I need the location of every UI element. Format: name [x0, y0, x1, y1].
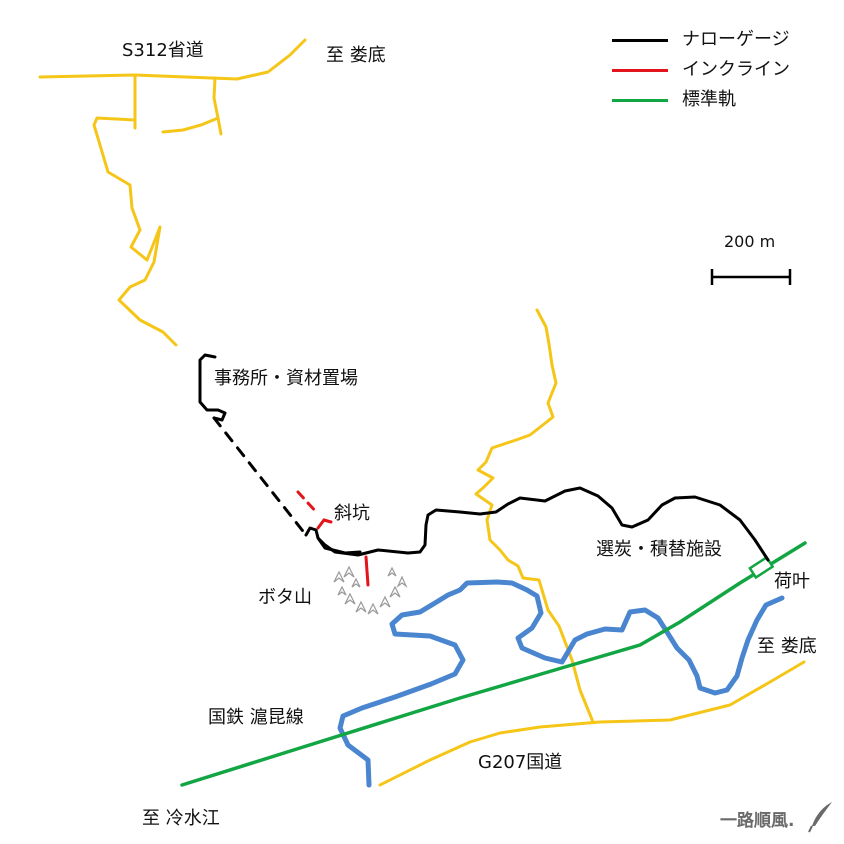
incline-top	[316, 518, 333, 530]
incline	[296, 490, 370, 587]
heye-station-marker	[748, 555, 775, 580]
narrow-gauge-tunnel	[212, 416, 308, 537]
label-heye-station: 荷叶	[774, 571, 810, 592]
road-branch-right	[161, 76, 220, 134]
quill-pen-icon	[808, 802, 832, 833]
legend-label-standard-gauge: 標準軌	[682, 89, 736, 110]
roads	[38, 38, 806, 787]
road-north	[92, 116, 178, 347]
scale-bar	[710, 269, 792, 285]
legend-label-narrow-gauge: ナローゲージ	[682, 29, 790, 50]
legend-item-narrow-gauge: ナローゲージ	[612, 28, 832, 52]
label-s312: S312省道	[122, 40, 204, 61]
credit-text: 一路順風.	[720, 811, 795, 831]
narrow-gauge-swatch	[612, 39, 668, 42]
label-to-lengshuijiang: 至 冷水江	[142, 808, 220, 829]
label-g207: G207国道	[478, 752, 563, 773]
label-coal-facility: 選炭・積替施設	[596, 539, 722, 560]
river	[337, 579, 785, 788]
label-to-loudi-top: 至 娄底	[326, 45, 386, 66]
narrow-gauge-spur	[316, 536, 362, 555]
label-to-loudi-right: 至 娄底	[757, 636, 817, 657]
legend-item-incline: インクライン	[612, 58, 832, 82]
road-s312	[38, 38, 307, 81]
road-middle	[474, 308, 595, 724]
incline-swatch	[612, 69, 668, 72]
spoil-heap-hachures	[333, 565, 408, 615]
legend-label-incline: インクライン	[682, 59, 790, 80]
label-boneyard: ボタ山	[258, 587, 312, 608]
incline-tunnel	[296, 490, 320, 516]
narrow-gauge-office-loop	[198, 353, 227, 422]
label-national-railway: 国鉄 滬昆線	[208, 707, 304, 728]
narrow-gauge-railway	[198, 353, 770, 562]
incline-boneyard	[364, 555, 370, 587]
label-office: 事務所・資材置場	[214, 368, 358, 389]
legend-item-standard-gauge: 標準軌	[612, 88, 832, 112]
label-slope-shaft: 斜坑	[334, 503, 370, 524]
standard-gauge-swatch	[612, 99, 668, 102]
scale-label: 200 m	[724, 232, 776, 251]
road-g207	[378, 660, 806, 787]
road-branch-link	[216, 116, 223, 136]
standard-gauge-railway	[180, 541, 807, 787]
